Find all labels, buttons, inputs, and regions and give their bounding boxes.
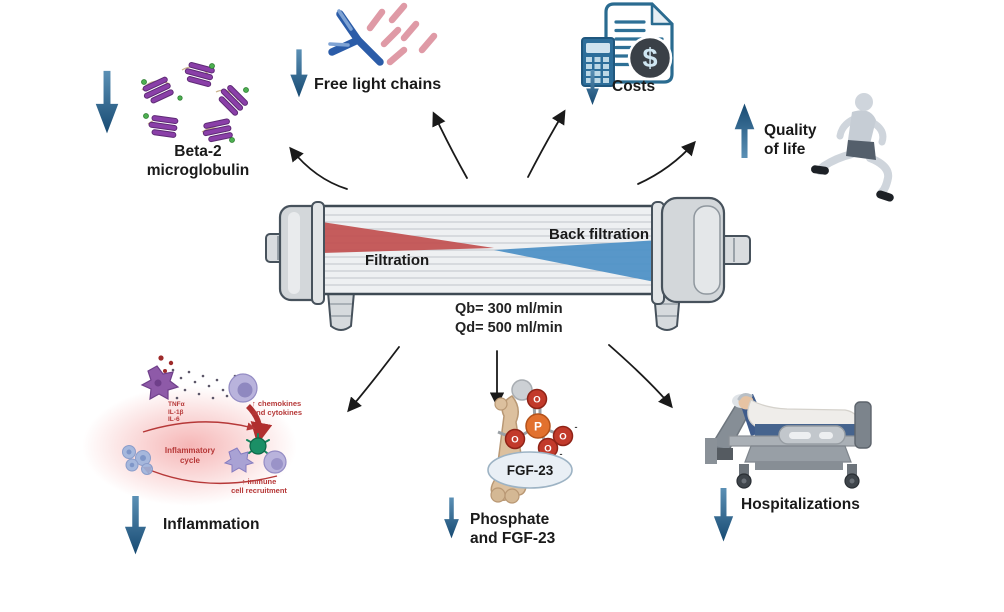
beta2-microglobulin-label: Beta-2 microglobulin: [146, 143, 250, 179]
inflammation-cycle-icon: [122, 355, 287, 485]
decrease-arrow-icon: [713, 488, 734, 542]
back-filtration-label: Back filtration: [549, 226, 650, 243]
bed-side-rail: [778, 425, 846, 445]
hospital-bed-icon: [705, 393, 872, 489]
quality-of-life-label: Quality of life: [764, 122, 817, 158]
dialyzer-illustration: [265, 196, 751, 331]
hospitalizations-label: Hospitalizations: [741, 496, 860, 513]
costs-icon: $: [581, 2, 674, 87]
runner-shirt: [848, 110, 876, 147]
phosphate-fgf23-icon: P O O O O - - FGF-23: [487, 379, 578, 504]
dollar-badge-icon: $: [627, 35, 673, 81]
inflammatory-cycle-text: Inflammatory cycle: [164, 446, 216, 465]
phosphate-fgf23-label: Phosphate and FGF-23: [470, 511, 556, 547]
increase-arrow-icon: [734, 103, 755, 158]
oxygen-atom-label: O: [559, 432, 566, 443]
costs-label: Costs: [612, 78, 656, 95]
footboard: [854, 401, 872, 449]
runner-icon: [811, 93, 894, 202]
fgf23-bubble: [487, 451, 573, 489]
runner-head: [855, 93, 873, 111]
oxygen-atom-label: O: [511, 435, 518, 446]
decrease-arrow-icon: [444, 497, 459, 539]
charge-label: -: [575, 422, 578, 432]
runner-shorts: [846, 140, 876, 160]
inflammation-label: Inflammation: [163, 516, 260, 533]
phosphate-molecule-icon: P O O O O - -: [497, 388, 578, 459]
filtration-wedge: [322, 222, 494, 253]
connector-to-quality-of-life: [637, 140, 696, 185]
chemokines-cytokines-text: ↑ chemokines and cytokines: [252, 399, 303, 417]
beta2-microglobulin-proteins-icon: [141, 62, 249, 143]
oxygen-atom-label: O: [544, 444, 551, 455]
cytokine-mediators-text: TNFα IL-1β IL-6: [168, 401, 185, 423]
flow-settings-text: Qb= 300 ml/min Qd= 500 ml/min: [455, 301, 563, 336]
antibody-light-chains-icon: [328, 2, 438, 66]
dialyzer-left-nozzle: [326, 291, 356, 331]
dollar-sign: $: [642, 43, 657, 73]
connector-to-beta2: [289, 146, 348, 190]
free-light-chains-label: Free light chains: [314, 76, 442, 93]
phosphorus-atom-label: P: [534, 420, 542, 434]
immune-recruitment-text: ↑ immune cell recruitment: [231, 477, 287, 495]
decrease-arrow-icon: [95, 70, 119, 134]
fgf23-label: FGF-23: [507, 463, 554, 478]
filtration-label: Filtration: [365, 252, 430, 269]
immune-cell-spiky: [223, 447, 255, 473]
calculator-icon: [581, 37, 615, 87]
oxygen-atom-label: O: [533, 395, 540, 406]
decrease-arrow-icon: [290, 49, 308, 98]
connector-to-costs: [527, 109, 566, 178]
charge-label: -: [560, 449, 563, 459]
connector-to-free-light-chains: [432, 111, 468, 179]
activated-cell: [246, 433, 270, 455]
connector-to-inflammation: [347, 346, 400, 413]
decrease-arrow-icon: [586, 70, 599, 106]
decrease-arrow-icon: [124, 496, 147, 555]
connector-to-hospitalizations: [608, 344, 673, 409]
back-filtration-wedge: [494, 240, 660, 283]
